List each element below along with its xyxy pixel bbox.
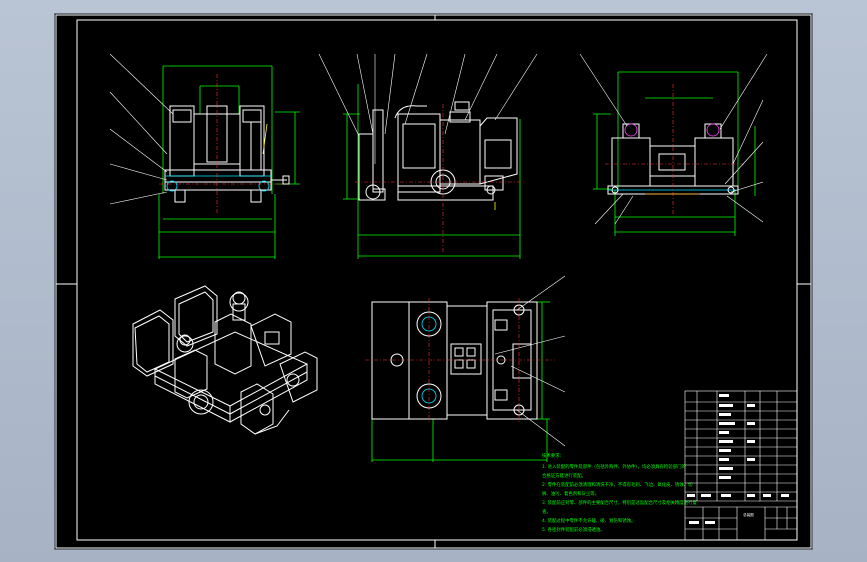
- drawing-sheet: 技术要求： 1. 进入装配的零件及部件（包括外购件、外协件），均必须具有检验部门…: [55, 14, 812, 549]
- notes-line: 2. 零件在装配前必须清理和清洗干净，不得有毛刺、飞边、氧化皮、锈蚀、切: [542, 481, 693, 488]
- isometric-view: [132, 285, 318, 435]
- notes-line: 合格证方能进行装配。: [542, 472, 586, 479]
- technical-notes: 技术要求： 1. 进入装配的零件及部件（包括外购件、外协件），均必须具有检验部门…: [542, 452, 697, 533]
- notes-title: 技术要求：: [542, 452, 564, 459]
- notes-line: 查。: [542, 508, 551, 515]
- plan-view: [365, 275, 566, 462]
- outer-frame: [55, 14, 812, 549]
- notes-line: 5. 各密封件装配前必须浸透油。: [542, 526, 605, 533]
- cad-drawing: 技术要求： 1. 进入装配的零件及部件（包括外购件、外协件），均必须具有检验部门…: [55, 14, 812, 549]
- inner-frame: [76, 19, 798, 541]
- side-view: [318, 53, 538, 259]
- front-view: [109, 53, 300, 259]
- notes-line: 3. 装配前应对零、部件的主要配合尺寸，特别是过盈配合尺寸及相关精度进行复: [542, 499, 697, 506]
- notes-line: 屑、油污、着色剂和灰尘等。: [542, 490, 599, 497]
- end-view: [579, 53, 768, 236]
- drawing-name: 总装图: [743, 512, 754, 517]
- title-block: 总装图: [684, 390, 798, 541]
- notes-line: 4. 装配过程中零件不允许磕、碰、划伤和锈蚀。: [542, 517, 635, 524]
- notes-line: 1. 进入装配的零件及部件（包括外购件、外协件），均必须具有检验部门的: [542, 463, 686, 470]
